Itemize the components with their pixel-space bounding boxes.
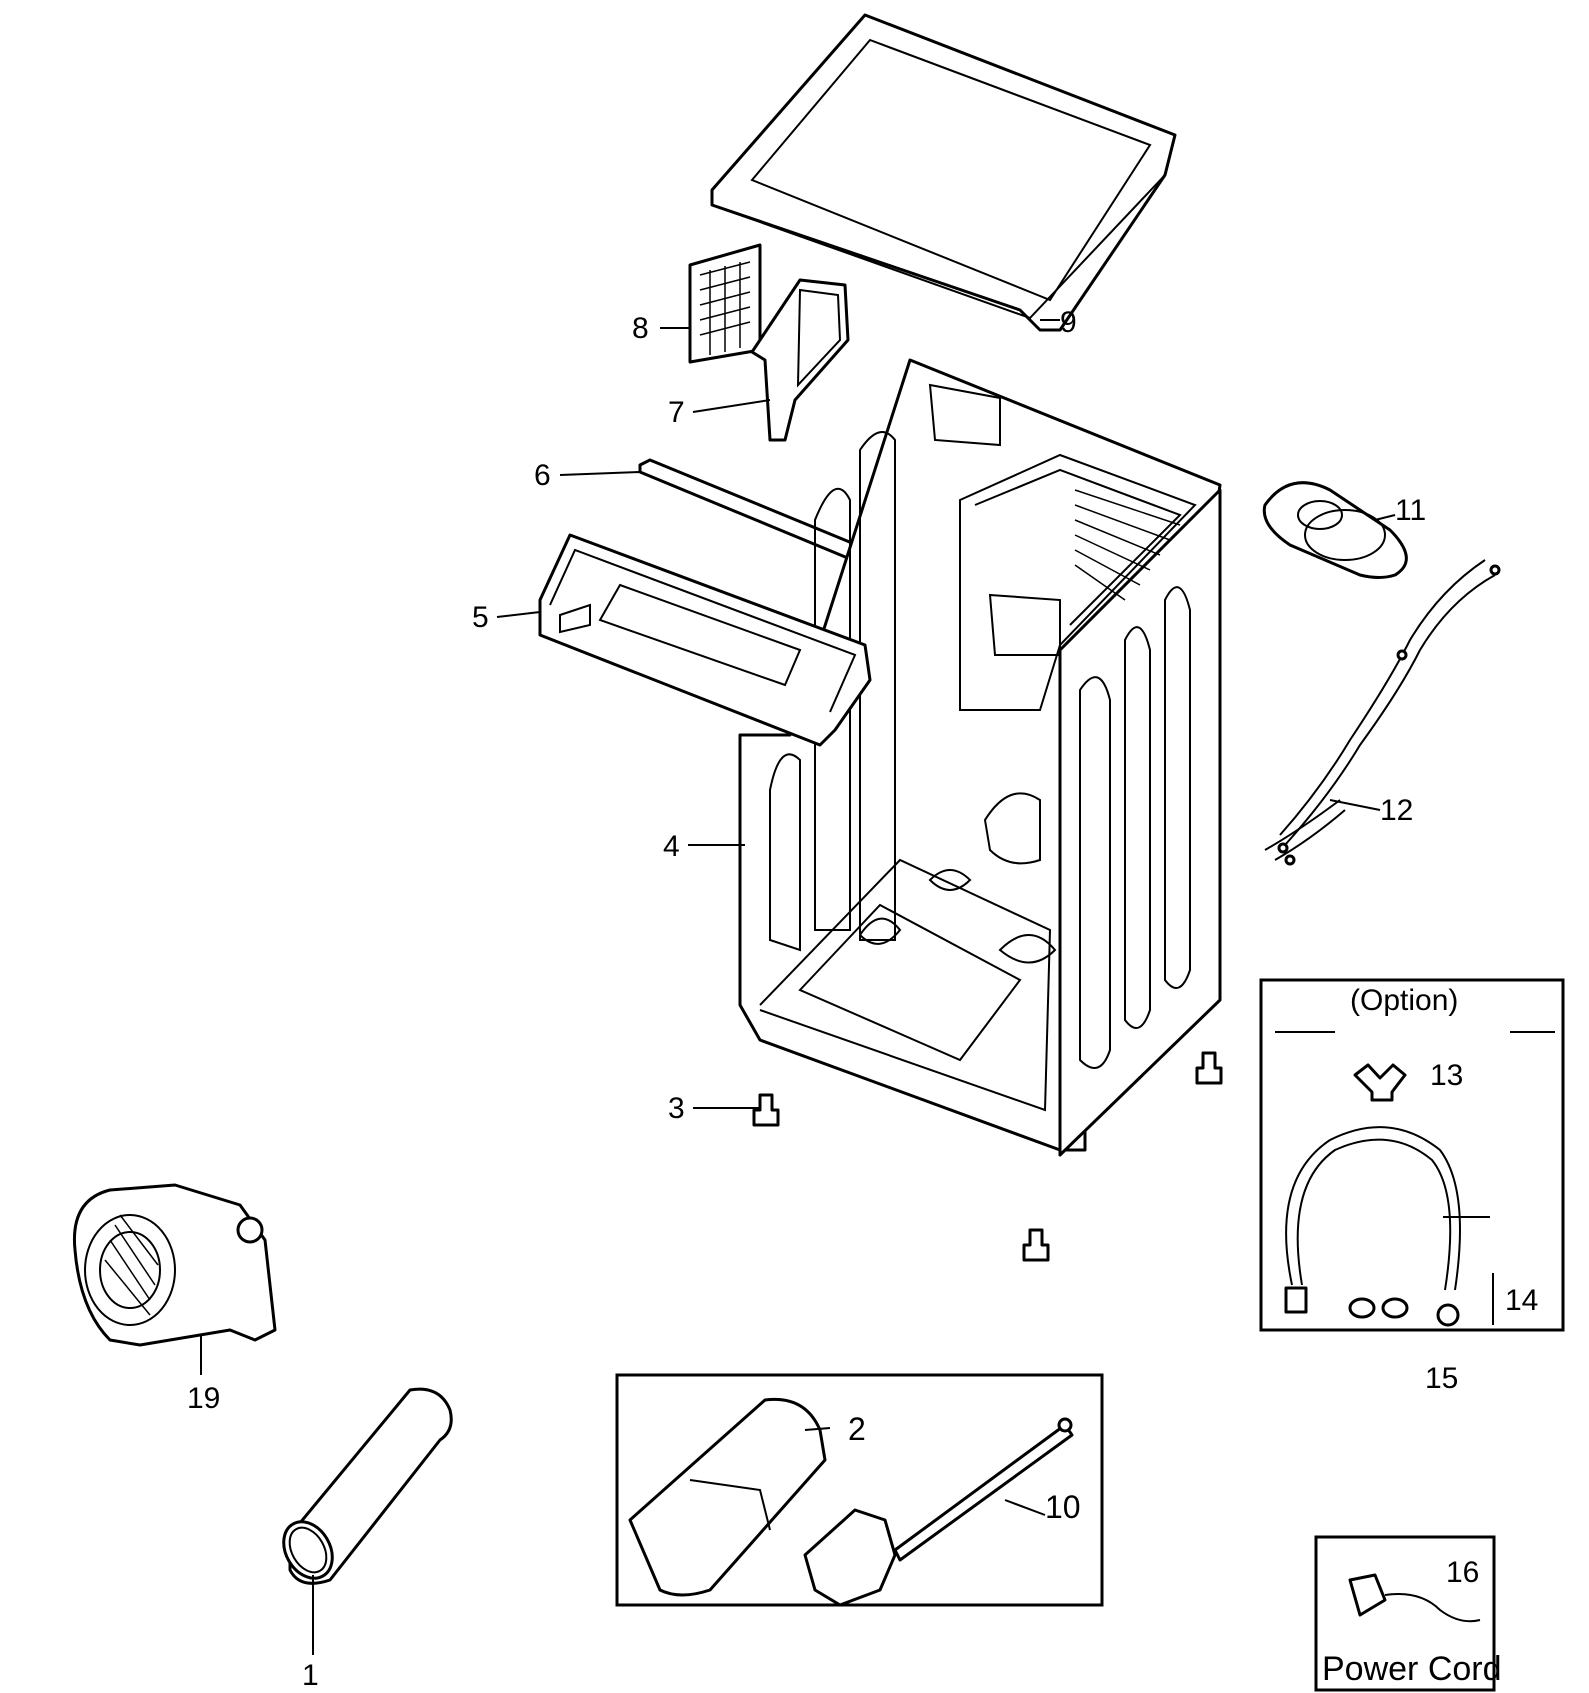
callout-1: 1 [302, 1659, 319, 1692]
callout-2: 2 [848, 1411, 866, 1447]
callout-5: 5 [472, 601, 489, 634]
option-title: (Option) [1350, 984, 1458, 1017]
option-box [1259, 978, 1565, 1332]
callout-9: 9 [1060, 306, 1077, 339]
callout-10: 10 [1045, 1489, 1081, 1525]
callout-11: 11 [1395, 494, 1426, 527]
power-cord-box [1314, 1535, 1496, 1692]
part-1-duct [282, 1387, 453, 1585]
callout-12: 12 [1380, 794, 1413, 827]
part-11-filter-cover [1262, 481, 1408, 579]
callout-8: 8 [632, 312, 649, 345]
callout-4: 4 [663, 830, 680, 863]
callout-16: 16 [1446, 1556, 1479, 1589]
callout-15: 15 [1425, 1362, 1458, 1395]
part-19-blower-housing [72, 1183, 277, 1347]
callout-13: 13 [1430, 1059, 1463, 1092]
part-3-leveling-feet [752, 1051, 1223, 1262]
callout-14: 14 [1505, 1284, 1538, 1317]
power-cord-caption: Power Cord [1322, 1650, 1502, 1688]
heater-box [615, 1373, 1104, 1607]
callout-7: 7 [668, 396, 685, 429]
cabinet-body [738, 358, 1222, 1157]
part-12-wire-harness [1264, 559, 1501, 866]
callout-labels: 1 2 3 4 5 6 7 8 9 10 11 12 13 14 15 16 1… [187, 306, 1538, 1692]
part-5-control-frame [538, 533, 872, 747]
part-7-housing [750, 278, 850, 442]
part-9-top-cover [710, 13, 1177, 332]
part-8-grille [688, 243, 762, 364]
leader-lines [200, 319, 1494, 1655]
callout-6: 6 [534, 459, 551, 492]
callout-3: 3 [668, 1092, 685, 1125]
callout-19: 19 [187, 1382, 220, 1415]
